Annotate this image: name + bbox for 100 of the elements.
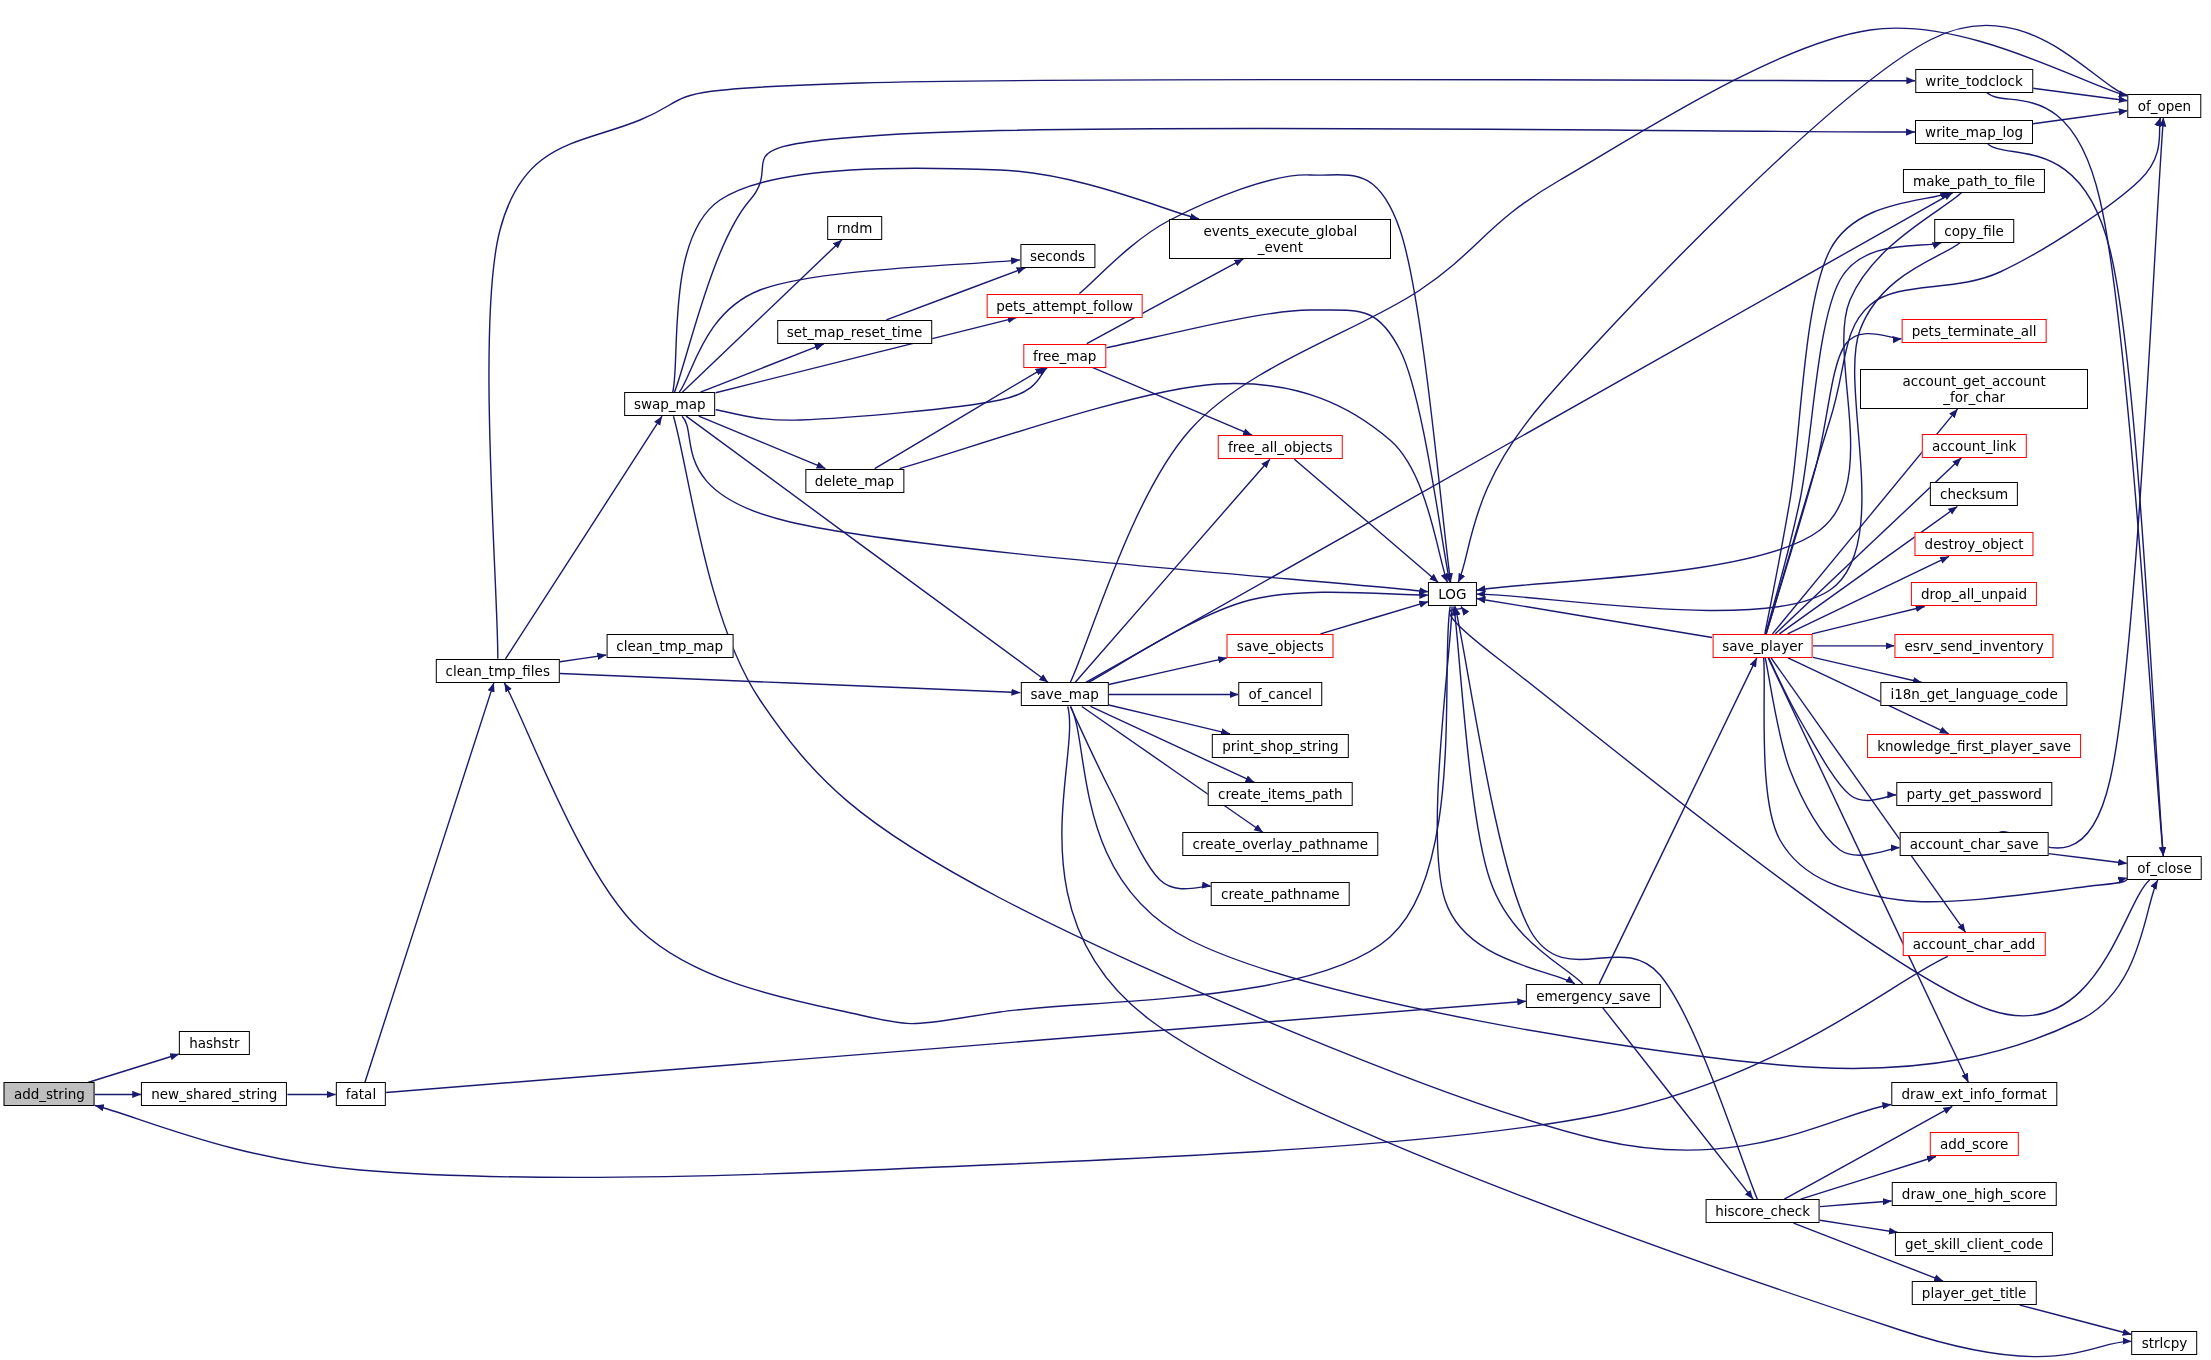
arrow xyxy=(94,1090,142,1099)
arrow xyxy=(1457,25,2129,584)
arrow xyxy=(714,316,1018,394)
arrow xyxy=(1771,408,1959,635)
arrow xyxy=(681,239,843,393)
arrow xyxy=(87,1053,180,1084)
function-box: account_char_save xyxy=(1899,832,2049,857)
function-box: esrv_send_inventory xyxy=(1894,633,2054,658)
function-box: of_close xyxy=(2127,856,2202,881)
arrow xyxy=(1086,258,1245,345)
arrow xyxy=(1108,690,1240,699)
function-box: copy_file xyxy=(1934,218,2014,243)
arrow xyxy=(1767,657,1970,1084)
function-box: rndm xyxy=(826,215,883,240)
arrow xyxy=(503,605,1451,1025)
function-box: save_objects xyxy=(1226,633,1334,658)
function-box: knowledge_first_player_save xyxy=(1867,733,2081,758)
function-box: seconds xyxy=(1019,243,1096,268)
arrow xyxy=(1767,657,1898,802)
arrow xyxy=(1087,591,1429,684)
arrow xyxy=(1105,309,1452,584)
arrow xyxy=(1319,600,1429,635)
arrow xyxy=(885,266,1027,321)
arrow xyxy=(1770,657,1967,934)
arrow xyxy=(1819,1198,1893,1208)
arrow xyxy=(685,415,1049,684)
arrow xyxy=(698,415,827,470)
arrow xyxy=(681,415,1429,595)
arrow xyxy=(1786,555,1950,635)
arrow xyxy=(385,998,1527,1094)
arrow xyxy=(1819,1219,1899,1235)
arrow xyxy=(1811,605,1926,635)
function-box: create_overlay_pathname xyxy=(1182,832,1379,857)
function-box: pets_terminate_all xyxy=(1901,318,2047,343)
function-box: account_link xyxy=(1921,433,2027,458)
function-box: party_get_password xyxy=(1896,782,2052,807)
function-box: delete_map xyxy=(804,468,905,493)
arrow xyxy=(2047,852,2128,866)
arrow xyxy=(94,955,1949,1179)
function-box: save_map xyxy=(1020,682,1109,707)
arrow xyxy=(1762,657,2128,903)
function-box: clean_tmp_map xyxy=(606,633,734,658)
function-box: emergency_save xyxy=(1526,983,1661,1008)
arrow xyxy=(673,127,1916,393)
arrow xyxy=(1783,1105,1954,1200)
arrow xyxy=(1108,704,1231,736)
arrow xyxy=(672,415,1893,1151)
function-box: of_cancel xyxy=(1238,682,1323,707)
arrow xyxy=(1085,191,1954,684)
function-box: pets_attempt_follow xyxy=(986,293,1143,318)
function-box: new_shared_string xyxy=(141,1082,288,1107)
arrow xyxy=(1078,174,1454,584)
arrow xyxy=(1453,605,1759,1200)
arrow xyxy=(1778,505,1959,635)
arrow xyxy=(1812,642,1896,650)
function-box: strlcpy xyxy=(2131,1331,2198,1356)
arrow xyxy=(1774,457,1963,635)
arrow xyxy=(898,382,1449,584)
arrow xyxy=(1293,458,1440,584)
function-box: create_items_path xyxy=(1208,782,1353,807)
arrow xyxy=(1598,657,1758,985)
arrow xyxy=(364,682,495,1084)
function-box: write_todclock xyxy=(1915,68,2033,93)
function-box: player_get_title xyxy=(1911,1281,2037,1306)
arrow xyxy=(1061,705,2133,1358)
arrow xyxy=(1765,332,1903,635)
function-box: write_map_log xyxy=(1915,119,2034,144)
function-box: clean_tmp_files xyxy=(435,658,560,683)
arrow xyxy=(1799,1155,1937,1200)
arrow xyxy=(1812,656,1923,684)
arrow xyxy=(699,343,825,393)
arrow xyxy=(672,167,1200,393)
arrow xyxy=(488,77,1917,660)
function-box: account_char_add xyxy=(1902,932,2046,957)
arrow xyxy=(1451,605,1584,985)
arrow xyxy=(1475,241,1962,612)
arrow xyxy=(2019,1304,2133,1336)
arrow xyxy=(1792,1222,1944,1282)
arrow xyxy=(1602,1007,1754,1200)
function-box: add_score xyxy=(1929,1132,2019,1157)
arrow xyxy=(678,257,1021,393)
function-box: hashstr xyxy=(179,1031,250,1056)
arrow xyxy=(1092,366,1253,436)
function-box: create_pathname xyxy=(1211,882,1350,907)
function-box: get_skill_client_code xyxy=(1895,1232,2054,1257)
function-box: checksum xyxy=(1929,482,2019,507)
arrow xyxy=(2032,108,2129,125)
function-box: draw_one_high_score xyxy=(1891,1182,2057,1207)
function-box: of_open xyxy=(2127,93,2202,118)
function-box: make_path_to_file xyxy=(1903,168,2046,193)
arrow xyxy=(1436,605,1576,985)
arrow xyxy=(559,652,608,663)
function-box: destroy_object xyxy=(1914,532,2034,557)
function-box: fatal xyxy=(335,1082,387,1107)
function-box: print_shop_string xyxy=(1212,733,1349,758)
function-box: LOG xyxy=(1428,582,1477,607)
arrow xyxy=(1069,27,2129,684)
arrow xyxy=(1074,458,1271,684)
arrow xyxy=(714,366,1048,421)
arrow xyxy=(1089,705,1256,784)
